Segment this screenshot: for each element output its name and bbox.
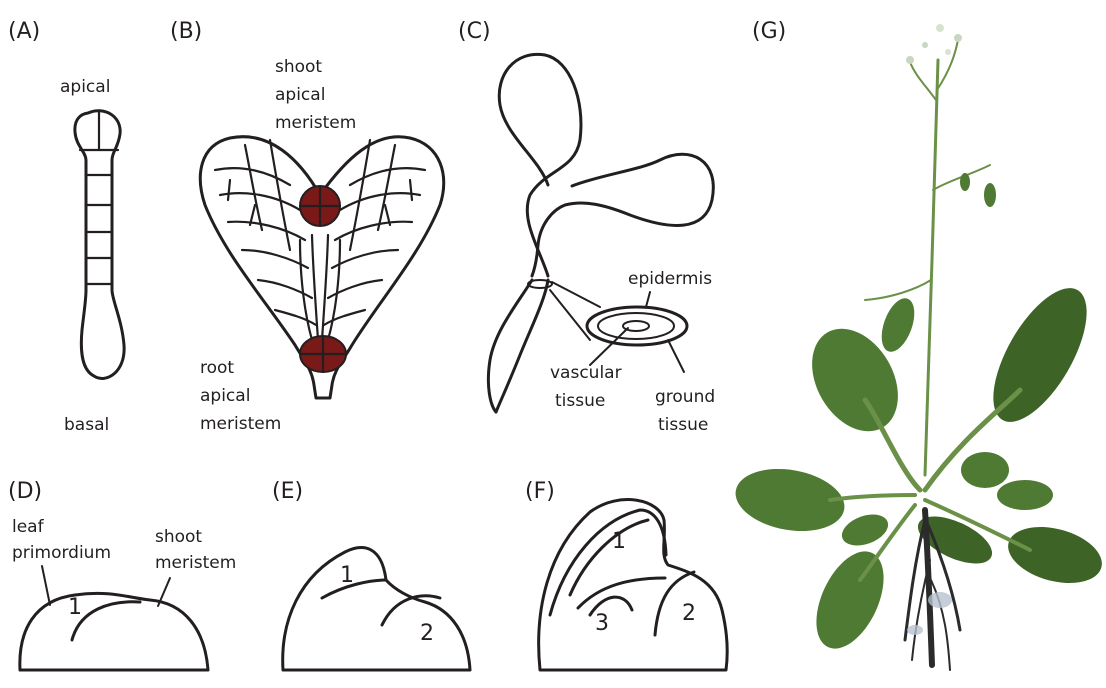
leaf-label-2: primordium xyxy=(12,543,111,563)
ground-ring xyxy=(598,313,674,339)
leaf-number-2: 2 xyxy=(420,621,434,646)
leaf-number-1: 1 xyxy=(68,595,82,620)
panel-d-label: (D) xyxy=(8,479,42,504)
epidermis-label: epidermis xyxy=(628,269,712,289)
seedling-drawing xyxy=(488,54,713,412)
dome-d-drawing xyxy=(20,566,208,670)
apical-label: apical xyxy=(60,77,110,97)
panel-g: (G) xyxy=(731,19,1106,670)
root-label-2: apical xyxy=(200,386,250,406)
panel-g-label: (G) xyxy=(752,19,786,44)
zygote-filament-drawing xyxy=(75,111,124,379)
arabidopsis-plant-illustration xyxy=(731,24,1106,670)
dome-e-drawing xyxy=(283,548,470,670)
panel-f-label: (F) xyxy=(525,479,555,504)
panel-c-label: (C) xyxy=(458,19,491,44)
ground-label-1: ground xyxy=(655,387,715,407)
leaf-label-1: leaf xyxy=(12,517,45,537)
shoot-label-1: shoot xyxy=(275,57,322,77)
ground-label-2: tissue xyxy=(658,415,708,435)
shoot-label-3: meristem xyxy=(275,113,356,133)
vascular-label-1: vascular xyxy=(550,363,622,383)
panel-d: (D) leaf primordium shoot meristem 1 xyxy=(8,479,236,670)
root-label-3: meristem xyxy=(200,414,281,434)
shoot-meristem-label-1: shoot xyxy=(155,527,202,547)
shoot-label-2: apical xyxy=(275,85,325,105)
panel-b-label: (B) xyxy=(170,19,202,44)
panel-c: (C) epidermis vascular tissue ground tis… xyxy=(458,19,715,435)
root-label-1: root xyxy=(200,358,234,378)
panel-a-label: (A) xyxy=(8,19,40,44)
panel-f: (F) 1 2 3 xyxy=(525,479,727,670)
shoot-meristem-label-2: meristem xyxy=(155,553,236,573)
leaf-number-2: 2 xyxy=(682,601,696,626)
basal-label: basal xyxy=(64,415,109,435)
leaf-number-3: 3 xyxy=(595,611,609,636)
panel-e: (E) 1 2 xyxy=(272,479,470,670)
heart-embryo-drawing xyxy=(200,137,443,398)
panel-b: (B) shoot apical meristem root apical me… xyxy=(170,19,444,434)
dome-f-drawing xyxy=(539,500,728,670)
panel-e-label: (E) xyxy=(272,479,303,504)
panel-a: (A) apical basal xyxy=(8,19,124,435)
vascular-label-2: tissue xyxy=(555,391,605,411)
